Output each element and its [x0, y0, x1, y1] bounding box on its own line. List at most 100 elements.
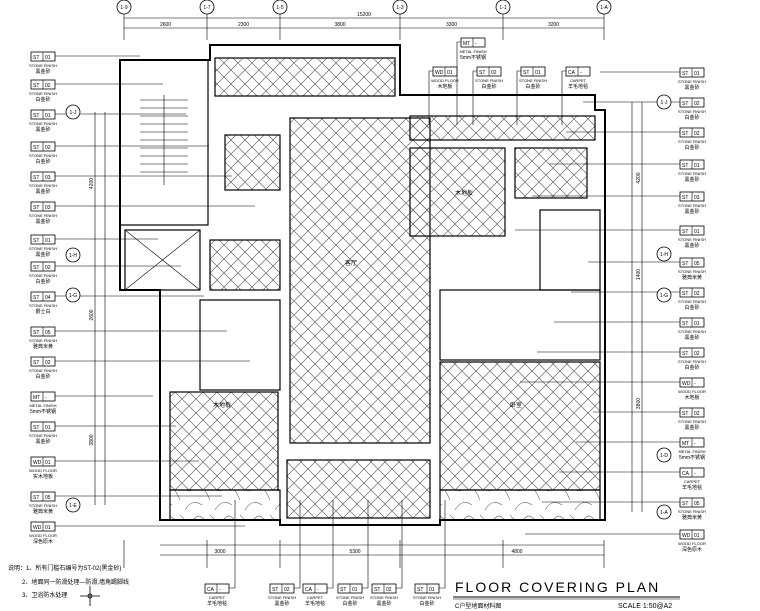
tag-code: ST [272, 587, 278, 593]
grid-axis-label: 1-9 [120, 5, 127, 11]
tag-material-name: 白金砂 [684, 364, 699, 371]
room-bottom-center [286, 459, 431, 519]
room-left-bedroom [169, 391, 279, 491]
room-bath-left [209, 239, 281, 291]
tag-material-type: STONE FINISH [29, 213, 57, 218]
tag-code: ST [33, 55, 39, 61]
tag-number: 02 [491, 70, 497, 76]
tag-material-type: STONE FINISH [29, 368, 57, 373]
tag-code: WD [682, 533, 691, 539]
tag-material-type: STONE FINISH [370, 595, 398, 600]
tag-material-type: STONE FINISH [29, 91, 57, 96]
tag-number: 02 [45, 145, 51, 151]
tag-number: 01 [694, 321, 700, 327]
grid-axis-bubble: 1-E [65, 497, 81, 513]
grid-axis-label: 1-5 [276, 5, 283, 11]
tag-material-name: 雅典米黄 [33, 343, 53, 350]
tag-code: WD [33, 525, 42, 531]
dimension-right: 4200 [636, 172, 642, 183]
room-label: 木地板 [213, 401, 231, 409]
tag-number: 02 [694, 291, 700, 297]
tag-number: 03 [45, 205, 51, 211]
grid-axis-bubble: 1-3 [392, 0, 408, 15]
grid-axis-bubble: 1-H [656, 246, 672, 262]
tag-material-type: STONE FINISH [678, 109, 706, 114]
tag-code: WD [682, 381, 691, 387]
tag-material-type: WOOD FLOOR [678, 541, 706, 546]
dimension-left: 2600 [89, 309, 95, 320]
tag-number: - [475, 41, 477, 47]
marble-band-right [439, 489, 601, 521]
tag-material-name: 白金砂 [684, 114, 699, 121]
tag-material-type: STONE FINISH [29, 153, 57, 158]
tag-material-name: 白金砂 [481, 83, 496, 90]
tag-material-type: METAL FINISH [678, 449, 705, 454]
tag-material-type: STONE FINISH [29, 433, 57, 438]
tag-material-name: 雅典米黄 [33, 508, 53, 515]
marble-band-left [169, 489, 281, 521]
tag-number: 05 [694, 261, 700, 267]
tag-code: ST [523, 70, 529, 76]
dimension-bottom: 3000 [214, 549, 225, 555]
tag-number: - [694, 381, 696, 387]
grid-axis-label: 1-G [69, 293, 77, 299]
tag-number: 02 [45, 83, 51, 89]
tag-number: 01 [694, 533, 700, 539]
dimension-top: 3300 [446, 22, 457, 28]
tag-number: 02 [45, 265, 51, 271]
tag-number: 01 [45, 113, 51, 119]
plan-subtitle: C户型地面材料图 [455, 602, 501, 610]
room-label: 客厅 [345, 259, 357, 267]
tag-number: 02 [386, 587, 392, 593]
grid-axis-label: 1-3 [396, 5, 403, 11]
tag-material-name: 白金砂 [684, 304, 699, 311]
room-right-bedroom [439, 361, 601, 491]
tag-code: ST [417, 587, 423, 593]
tag-number: 05 [45, 330, 51, 336]
tag-number: - [45, 395, 47, 401]
room-small-left [224, 134, 281, 191]
grid-axis-bubble: 1-G [656, 287, 672, 303]
plan-title: FLOOR COVERING PLAN [455, 579, 660, 595]
tag-material-type: STONE FINISH [29, 121, 57, 126]
tag-material-type: STONE FINISH [29, 303, 57, 308]
tag-material-type: STONE FINISH [268, 595, 296, 600]
tag-number: 01 [429, 587, 435, 593]
tag-material-name: 羊毛地毯 [305, 600, 325, 607]
room-top-band [214, 57, 396, 97]
tag-material-name: 白金砂 [35, 373, 50, 380]
tag-material-name: 白金砂 [525, 83, 540, 90]
grid-axis-bubble: 1-A [596, 0, 612, 15]
room-label: 木地板 [455, 189, 473, 197]
tag-number: 01 [45, 55, 51, 61]
tag-number: 03 [45, 175, 51, 181]
tag-number: - [694, 441, 696, 447]
tag-code: ST [682, 131, 688, 137]
walls [119, 44, 606, 526]
tag-code: ST [33, 360, 39, 366]
tag-material-type: CARPET [307, 595, 324, 600]
tag-material-type: METAL FINISH [459, 49, 486, 54]
tag-material-name: 实木地板 [33, 473, 53, 480]
tag-material-type: STONE FINISH [678, 509, 706, 514]
tag-material-name: 5mm不锈钢 [30, 408, 56, 415]
grid-axis-label: 1-G [660, 293, 668, 299]
tag-material-type: WOOD FLOOR [29, 533, 57, 538]
tag-number: 03 [694, 195, 700, 201]
